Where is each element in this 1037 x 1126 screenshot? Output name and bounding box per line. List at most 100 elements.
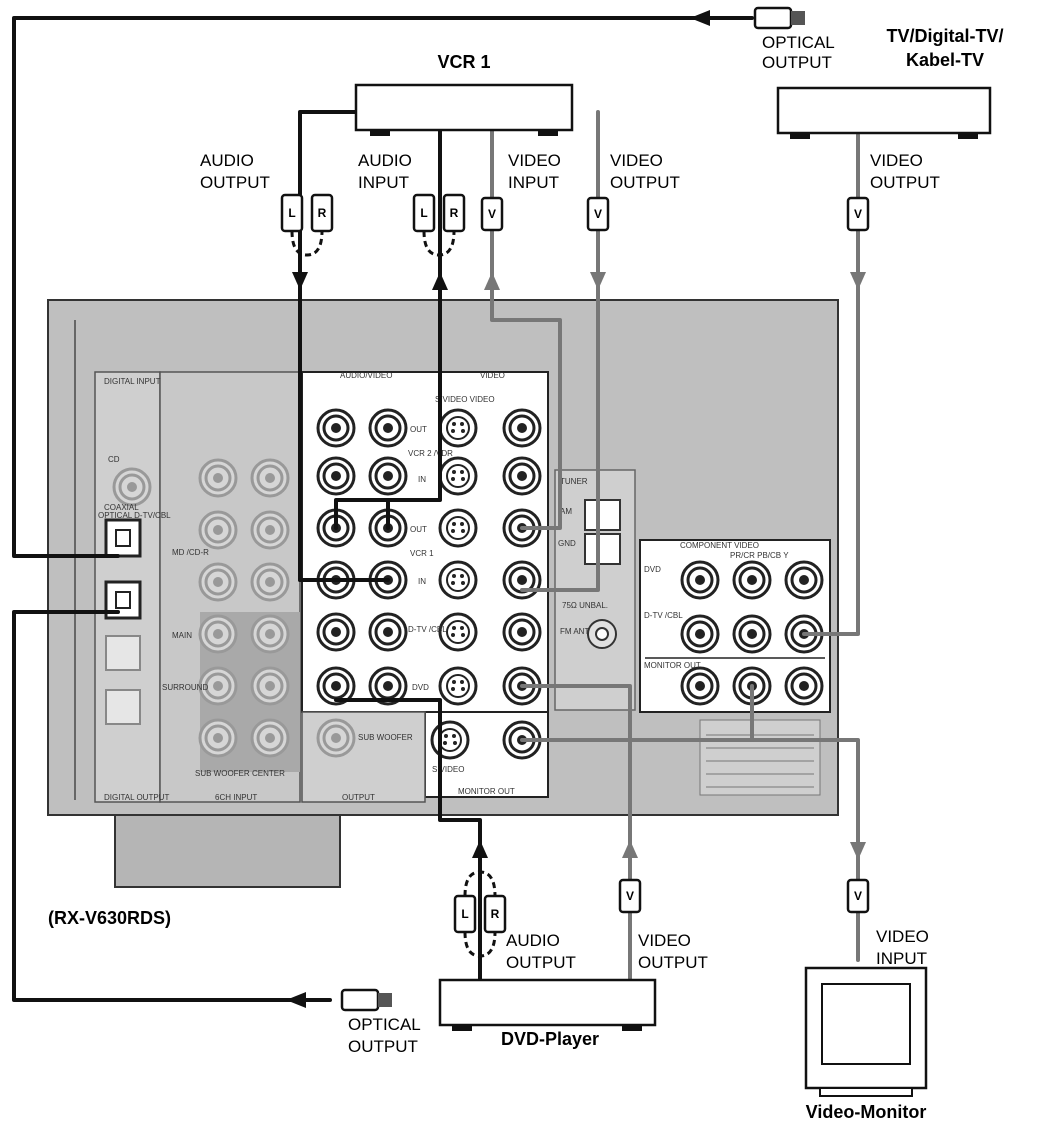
label-optical-dtv: OPTICAL D-TV/CBL [98,511,171,520]
subwoofer-output-jack [316,718,356,758]
label-output: OUTPUT [342,793,375,802]
label-cv-monitor-out: MONITOR OUT [644,661,701,670]
cable-vcr-video-input [490,128,562,530]
am-terminal [584,499,621,531]
vcr-audio-in-label-1: AUDIO [358,151,412,170]
svg-text:V: V [488,207,496,221]
optical-output-jack [105,689,141,725]
plug-dvd-optical [340,988,392,1012]
label-component-cols: PR/CR PB/CB Y [730,551,789,560]
monitor-video-in-label-2: INPUT [876,949,927,968]
arrow-dvd-optical [286,992,306,1008]
label-subwoofer-6ch: SUB WOOFER [195,769,250,778]
arrow-dvd-audio-up [472,840,488,858]
svg-text:V: V [626,889,634,903]
dvd-video-out-label-2: OUTPUT [638,953,708,972]
gnd-terminal [584,533,621,565]
plug-vcr-in-r: R [442,193,466,233]
vcr-video-in-label-2: INPUT [508,173,559,192]
label-6ch-input: 6CH INPUT [215,793,257,802]
tv-optical-label-1: OPTICAL [762,33,835,52]
label-md-cdr: MD /CD-R [172,548,209,557]
label-center: CENTER [252,769,285,778]
plug-vcr-out-r: R [310,193,334,233]
video-monitor-device: Video-Monitor [804,966,928,1122]
svg-text:L: L [461,907,468,921]
label-tuner: TUNER [560,477,588,486]
dvd-title: DVD-Player [501,1029,599,1049]
connection-labels: OPTICAL OUTPUT AUDIO OUTPUT AUDIO INPUT … [200,33,940,1056]
tv-device: TV/Digital-TV/ Kabel-TV [776,26,1004,139]
tv-video-out-label-2: OUTPUT [870,173,940,192]
vcr-video-out-label-1: VIDEO [610,151,663,170]
cable-vcr-video-output [520,110,600,592]
label-surround: SURROUND [162,683,208,692]
label-unbal: 75Ω UNBAL. [562,601,608,610]
vcr-device: VCR 1 [354,52,574,136]
label-video: VIDEO [480,371,505,380]
plug-vcr-video-out: V [586,196,610,232]
svg-text:V: V [594,207,602,221]
label-fm: FM ANT [560,627,589,636]
panel-labels: DIGITAL INPUT DIGITAL OUTPUT AUDIO/VIDEO… [98,371,789,802]
label-in-1: IN [418,475,426,484]
monitor-video-in-label-1: VIDEO [876,927,929,946]
dvd-device: DVD-Player [438,978,657,1049]
vcr-video-out-label-2: OUTPUT [610,173,680,192]
label-out-1: OUT [410,425,427,434]
arrow-vcr-audio-down [292,272,308,290]
vcr-audio-out-label-2: OUTPUT [200,173,270,192]
label-am: AM [560,507,572,516]
receiver-foot [114,814,341,888]
label-cd: CD [108,455,120,464]
dvd-video-out-label-1: VIDEO [638,931,691,950]
flow-arrows [286,10,866,1008]
label-digital-input: DIGITAL INPUT [104,377,161,386]
label-out-2: OUT [410,525,427,534]
coaxial-cd-jack [112,467,152,507]
svg-text:V: V [854,889,862,903]
tv-video-out-label-1: VIDEO [870,151,923,170]
label-s-video: S VIDEO [432,765,464,774]
label-gnd: GND [558,539,576,548]
arrow-vcr-audio-up [432,272,448,290]
svg-text:L: L [288,206,295,220]
receiver-rear-panel [47,299,839,888]
label-sub-woofer: SUB WOOFER [358,733,413,742]
cable-tv-video-output [802,133,860,636]
cable-plugs: L R L R V V V L R V V [280,6,870,1012]
label-dvd: DVD [412,683,429,692]
vcr-title: VCR 1 [437,52,490,72]
tv-title-1: TV/Digital-TV/ [887,26,1004,46]
subwoofer-output-block [301,711,426,803]
plug-monitor-video: V [846,878,870,914]
plug-vcr-in-l: L [412,193,436,233]
label-cv-dtv: D-TV /CBL [644,611,683,620]
label-vcr2-vdr: VCR 2 /VDR [408,449,453,458]
label-component-video: COMPONENT VIDEO [680,541,759,550]
arrow-monitor-down [850,842,866,860]
label-dtv-cbl: D-TV /CBL [408,625,447,634]
optical-vcd-jack [105,635,141,671]
label-coaxial: COAXIAL [104,503,139,512]
vcr-audio-out-label-1: AUDIO [200,151,254,170]
dvd-optical-label-2: OUTPUT [348,1037,418,1056]
tv-optical-label-2: OUTPUT [762,53,832,72]
arrow-tv-optical [690,10,710,26]
svg-text:R: R [450,206,459,220]
label-in-2: IN [418,577,426,586]
label-cv-dvd: DVD [644,565,661,574]
label-monitor-out: MONITOR OUT [458,787,515,796]
tv-title-2: Kabel-TV [906,50,984,70]
arrow-dvd-video-up [622,840,638,858]
vcr-audio-in-label-2: INPUT [358,173,409,192]
dvd-optical-label-1: OPTICAL [348,1015,421,1034]
cable-dvd-optical [12,610,332,1002]
label-main: MAIN [172,631,192,640]
receiver-model-label: (RX-V630RDS) [48,908,171,928]
vcr-video-in-label-1: VIDEO [508,151,561,170]
label-digital-output: DIGITAL OUTPUT [104,793,169,802]
monitor-title: Video-Monitor [806,1102,927,1122]
svg-text:R: R [318,206,327,220]
